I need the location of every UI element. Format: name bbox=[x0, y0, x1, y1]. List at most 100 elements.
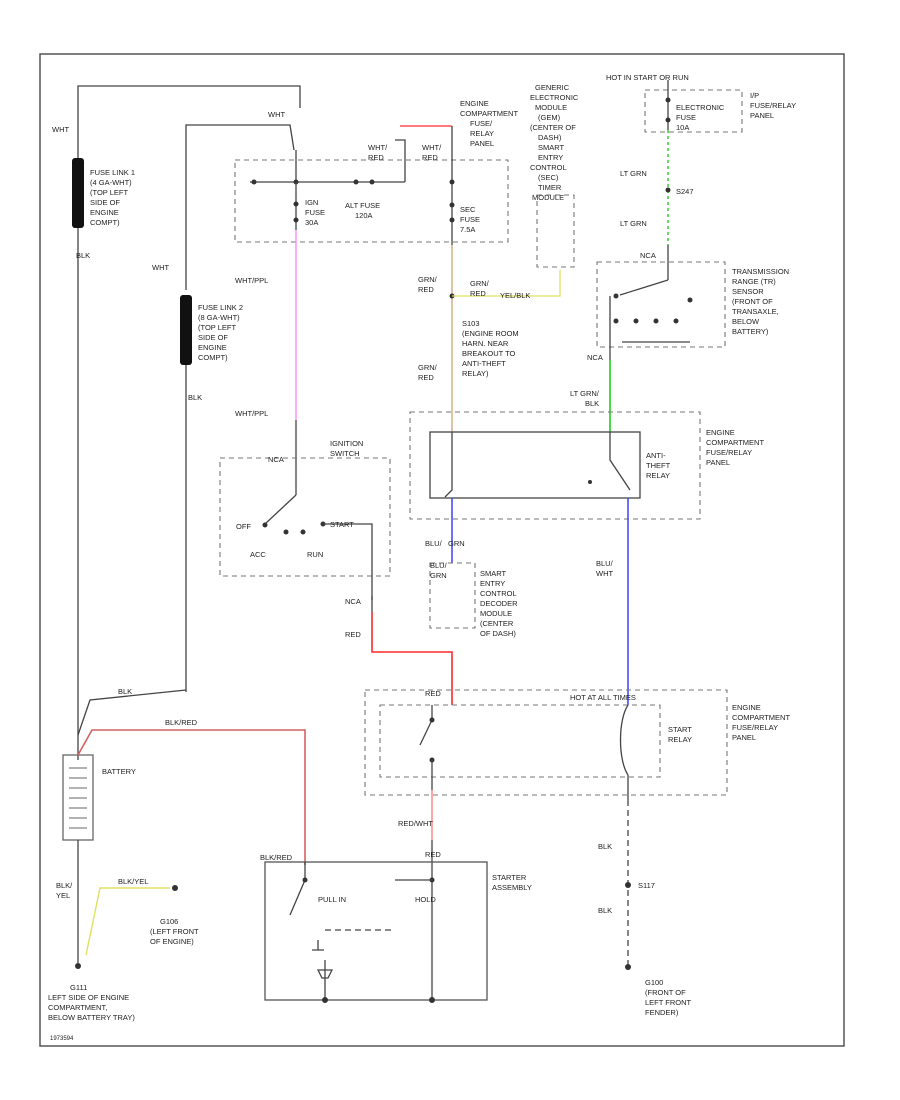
label-g100: G100 (FRONT OF LEFT FRONT FENDER) bbox=[645, 978, 692, 1017]
label-blk-yel-2: BLK/YEL bbox=[118, 877, 148, 886]
start-relay-outer bbox=[364, 689, 728, 796]
svg-text:RELAY): RELAY) bbox=[462, 369, 489, 378]
svg-text:FUSE/RELAY: FUSE/RELAY bbox=[750, 101, 796, 110]
label-s247: S247 bbox=[676, 187, 694, 196]
svg-text:TRANSAXLE,: TRANSAXLE, bbox=[732, 307, 779, 316]
label-smart-entry-timer: SMART ENTRY CONTROL (SEC) TIMER MODULE bbox=[530, 143, 567, 202]
svg-text:(4 GA-WHT): (4 GA-WHT) bbox=[90, 178, 132, 187]
ignition-switch-box bbox=[219, 457, 391, 577]
label-fuse-link-1: FUSE LINK 1 (4 GA-WHT) (TOP LEFT SIDE OF… bbox=[90, 168, 135, 227]
label-ign-off: OFF bbox=[236, 522, 251, 531]
footer-code: 1973594 bbox=[50, 1036, 74, 1042]
svg-text:LEFT FRONT: LEFT FRONT bbox=[645, 998, 692, 1007]
svg-text:(LEFT FRONT: (LEFT FRONT bbox=[150, 927, 199, 936]
svg-text:OF DASH): OF DASH) bbox=[480, 629, 516, 638]
diagram-frame bbox=[39, 53, 845, 1047]
svg-text:BELOW: BELOW bbox=[732, 317, 760, 326]
label-hold: HOLD bbox=[415, 895, 436, 904]
svg-text:BELOW BATTERY TRAY): BELOW BATTERY TRAY) bbox=[48, 1013, 135, 1022]
label-wht-ppl-1: WHT/PPL bbox=[235, 276, 268, 285]
svg-text:RED: RED bbox=[422, 153, 438, 162]
svg-text:PANEL: PANEL bbox=[732, 733, 756, 742]
label-ip-fuse-panel: I/P FUSE/RELAY PANEL bbox=[750, 91, 796, 120]
label-blk-red-1: BLK/RED bbox=[165, 718, 198, 727]
label-wht-3: WHT bbox=[268, 110, 285, 119]
svg-text:(TOP LEFT: (TOP LEFT bbox=[198, 323, 236, 332]
svg-text:STARTER: STARTER bbox=[492, 873, 527, 882]
svg-text:(FRONT OF: (FRONT OF bbox=[645, 988, 686, 997]
label-blu-grn-2: BLU/ GRN bbox=[430, 561, 448, 580]
svg-text:(CENTER OF: (CENTER OF bbox=[530, 123, 576, 132]
svg-text:(FRONT OF: (FRONT OF bbox=[732, 297, 773, 306]
svg-text:ENGINE: ENGINE bbox=[706, 428, 735, 437]
start-relay-inner bbox=[379, 704, 661, 778]
label-gem-module: GENERIC ELECTRONIC MODULE (GEM) (CENTER … bbox=[530, 83, 579, 142]
svg-text:SEC: SEC bbox=[460, 205, 476, 214]
label-lt-grn-1: LT GRN bbox=[620, 169, 647, 178]
svg-text:PANEL: PANEL bbox=[706, 458, 730, 467]
svg-text:GRN/: GRN/ bbox=[418, 275, 438, 284]
anti-theft-relay-outer bbox=[409, 411, 701, 520]
svg-text:ELECTRONIC: ELECTRONIC bbox=[530, 93, 579, 102]
label-g106: G106 (LEFT FRONT OF ENGINE) bbox=[150, 917, 199, 946]
label-nca-1: NCA bbox=[640, 251, 656, 260]
label-engine-fuse-panel: ENGINE COMPARTMENT FUSE/ RELAY PANEL bbox=[460, 99, 518, 148]
svg-text:G100: G100 bbox=[645, 978, 663, 987]
label-red-3: RED bbox=[425, 850, 441, 859]
label-electronic-fuse: ELECTRONIC FUSE 10A bbox=[676, 103, 725, 132]
svg-text:MODULE: MODULE bbox=[535, 103, 567, 112]
svg-text:BLU/: BLU/ bbox=[425, 539, 443, 548]
label-starter: STARTER ASSEMBLY bbox=[492, 873, 532, 892]
label-ign-start: START bbox=[330, 520, 354, 529]
svg-text:ENTRY: ENTRY bbox=[480, 579, 505, 588]
label-blk-2b: BLK bbox=[118, 687, 132, 696]
svg-text:SMART: SMART bbox=[538, 143, 565, 152]
label-blk-3: BLK bbox=[598, 842, 612, 851]
svg-text:PANEL: PANEL bbox=[470, 139, 494, 148]
svg-text:RANGE (TR): RANGE (TR) bbox=[732, 277, 776, 286]
svg-text:RELAY: RELAY bbox=[668, 735, 692, 744]
svg-text:BLK: BLK bbox=[585, 399, 599, 408]
svg-text:BREAKOUT TO: BREAKOUT TO bbox=[462, 349, 516, 358]
starter-assembly-box bbox=[264, 861, 488, 1001]
svg-text:FUSE: FUSE bbox=[460, 215, 480, 224]
svg-text:FUSE LINK 2: FUSE LINK 2 bbox=[198, 303, 243, 312]
svg-text:30A: 30A bbox=[305, 218, 318, 227]
svg-text:GRN: GRN bbox=[448, 539, 465, 548]
label-g111: G111 LEFT SIDE OF ENGINE COMPARTMENT, BE… bbox=[48, 983, 135, 1022]
label-ign-acc: ACC bbox=[250, 550, 266, 559]
label-blu-grn-1: BLU/ GRN bbox=[425, 539, 465, 548]
label-blk-2: BLK bbox=[188, 393, 202, 402]
svg-text:7.5A: 7.5A bbox=[460, 225, 475, 234]
svg-text:FUSE/RELAY: FUSE/RELAY bbox=[706, 448, 752, 457]
ip-fuse-panel-box bbox=[644, 89, 743, 133]
label-sec-module: SMART ENTRY CONTROL DECODER MODULE (CENT… bbox=[480, 569, 518, 638]
label-s103: S103 (ENGINE ROOM HARN. NEAR BREAKOUT TO… bbox=[462, 319, 519, 378]
svg-text:SWITCH: SWITCH bbox=[330, 449, 360, 458]
svg-text:ENTRY: ENTRY bbox=[538, 153, 563, 162]
label-blk-red-2: BLK/RED bbox=[260, 853, 293, 862]
svg-text:G106: G106 bbox=[160, 917, 178, 926]
svg-text:CONTROL: CONTROL bbox=[530, 163, 567, 172]
anti-theft-relay-body bbox=[429, 431, 641, 499]
svg-text:LEFT SIDE OF ENGINE: LEFT SIDE OF ENGINE bbox=[48, 993, 129, 1002]
svg-text:RELAY: RELAY bbox=[646, 471, 670, 480]
svg-text:ANTI-: ANTI- bbox=[646, 451, 666, 460]
fuse-link-2 bbox=[180, 295, 192, 365]
svg-text:FUSE/RELAY: FUSE/RELAY bbox=[732, 723, 778, 732]
svg-text:ALT FUSE: ALT FUSE bbox=[345, 201, 380, 210]
svg-text:FUSE: FUSE bbox=[676, 113, 696, 122]
label-wht-2: WHT bbox=[152, 263, 169, 272]
svg-text:OF ENGINE): OF ENGINE) bbox=[150, 937, 194, 946]
svg-text:GRN/: GRN/ bbox=[418, 363, 438, 372]
svg-text:WHT/: WHT/ bbox=[368, 143, 388, 152]
svg-text:SIDE OF: SIDE OF bbox=[198, 333, 228, 342]
svg-text:TIMER: TIMER bbox=[538, 183, 562, 192]
svg-text:FUSE LINK 1: FUSE LINK 1 bbox=[90, 168, 135, 177]
label-lt-grn-2: LT GRN bbox=[620, 219, 647, 228]
svg-text:ENGINE: ENGINE bbox=[732, 703, 761, 712]
label-grn-red-2: GRN/ RED bbox=[418, 363, 438, 382]
svg-text:LT GRN/: LT GRN/ bbox=[570, 389, 600, 398]
label-nca-2: NCA bbox=[268, 455, 284, 464]
